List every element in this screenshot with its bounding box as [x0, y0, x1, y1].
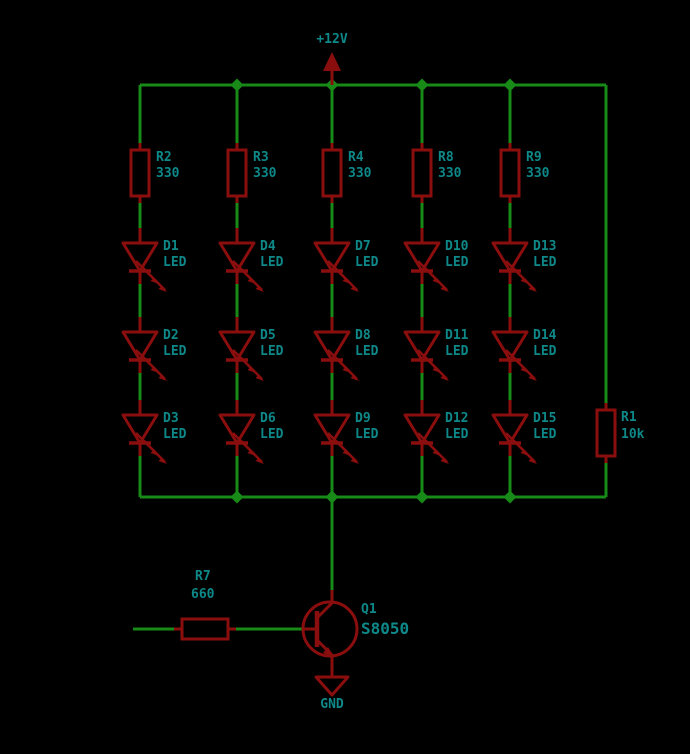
transistor-value: S8050 [361, 619, 410, 638]
ground-label: GND [320, 697, 344, 712]
led-ref: D1 [163, 239, 179, 254]
resistor-symbol-R3[interactable] [226, 141, 248, 205]
led-symbol-D9[interactable] [313, 398, 361, 466]
resistor-value: 330 [348, 166, 372, 181]
led-ref: D12 [445, 411, 469, 426]
led-symbol-D4[interactable] [218, 226, 266, 294]
led-ref: D13 [533, 239, 557, 254]
led-ref: D10 [445, 239, 469, 254]
resistor-symbol-R1[interactable] [595, 401, 617, 465]
led-value: LED [260, 255, 284, 270]
resistor-value: 10k [621, 427, 645, 442]
led-value: LED [355, 427, 379, 442]
led-symbol-D14[interactable] [491, 315, 539, 383]
resistor-value: 660 [191, 587, 215, 602]
resistor-ref: R9 [526, 150, 542, 165]
led-value: LED [260, 344, 284, 359]
resistor-ref: R3 [253, 150, 269, 165]
led-ref: D15 [533, 411, 557, 426]
led-ref: D7 [355, 239, 371, 254]
led-ref: D9 [355, 411, 371, 426]
led-ref: D11 [445, 328, 469, 343]
led-value: LED [163, 344, 187, 359]
resistor-symbol-R8[interactable] [411, 141, 433, 205]
led-value: LED [533, 255, 557, 270]
led-symbol-D11[interactable] [403, 315, 451, 383]
led-value: LED [260, 427, 284, 442]
transistor-ref: Q1 [361, 602, 377, 617]
led-value: LED [163, 255, 187, 270]
led-symbol-D13[interactable] [491, 226, 539, 294]
resistor-symbol-R9[interactable] [499, 141, 521, 205]
led-ref: D2 [163, 328, 179, 343]
led-value: LED [445, 344, 469, 359]
led-ref: D14 [533, 328, 557, 343]
resistor-ref: R2 [156, 150, 172, 165]
resistor-symbol-R4[interactable] [321, 141, 343, 205]
led-symbol-D10[interactable] [403, 226, 451, 294]
led-ref: D6 [260, 411, 276, 426]
led-ref: D4 [260, 239, 276, 254]
led-ref: D5 [260, 328, 276, 343]
resistor-symbol-R2[interactable] [129, 141, 151, 205]
transistor-symbol-Q1[interactable] [301, 590, 359, 671]
resistor-value: 330 [526, 166, 550, 181]
led-symbol-D8[interactable] [313, 315, 361, 383]
power-flag-symbol[interactable] [323, 52, 341, 85]
led-symbol-D15[interactable] [491, 398, 539, 466]
resistor-ref: R7 [195, 569, 211, 584]
led-ref: D8 [355, 328, 371, 343]
ground-symbol[interactable] [314, 671, 350, 697]
resistor-ref: R1 [621, 410, 637, 425]
resistor-value: 330 [156, 166, 180, 181]
led-symbol-D12[interactable] [403, 398, 451, 466]
led-value: LED [445, 427, 469, 442]
led-symbol-D2[interactable] [121, 315, 169, 383]
led-value: LED [533, 427, 557, 442]
led-value: LED [445, 255, 469, 270]
power-label: +12V [316, 32, 348, 47]
led-value: LED [355, 344, 379, 359]
resistor-value: 330 [438, 166, 462, 181]
resistor-value: 330 [253, 166, 277, 181]
led-value: LED [355, 255, 379, 270]
led-value: LED [533, 344, 557, 359]
led-symbol-D7[interactable] [313, 226, 361, 294]
resistor-ref: R4 [348, 150, 364, 165]
led-symbol-D1[interactable] [121, 226, 169, 294]
led-symbol-D5[interactable] [218, 315, 266, 383]
led-ref: D3 [163, 411, 179, 426]
resistor-ref: R8 [438, 150, 454, 165]
led-value: LED [163, 427, 187, 442]
resistor-symbol-R7[interactable] [174, 617, 236, 641]
led-symbol-D3[interactable] [121, 398, 169, 466]
led-symbol-D6[interactable] [218, 398, 266, 466]
